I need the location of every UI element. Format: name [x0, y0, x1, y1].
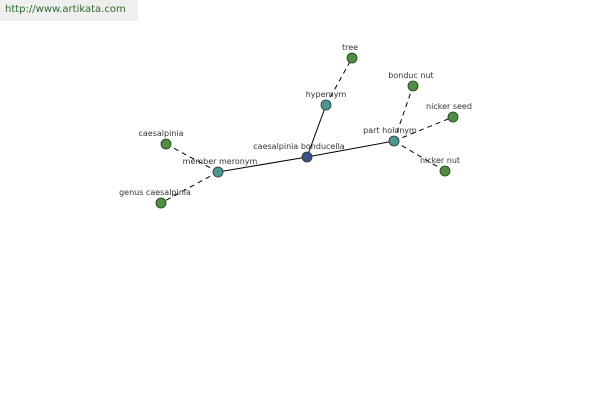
edge-center-to-part-holonym	[306, 140, 395, 158]
node-label-hypernym[interactable]: hypernym	[306, 90, 347, 99]
node-tree[interactable]: tree	[342, 43, 358, 64]
edge-part-holonym-to-nicker-nut	[393, 140, 446, 172]
node-bonduc-nut[interactable]: bonduc nut	[388, 71, 434, 92]
node-genus-caesalpinia[interactable]: genus caesalpinia	[119, 188, 191, 209]
edge-part-holonym-to-nicker-seed	[393, 116, 454, 142]
node-label-genus-caesalpinia[interactable]: genus caesalpinia	[119, 188, 191, 197]
node-nicker-nut[interactable]: nicker nut	[420, 156, 460, 177]
node-label-nicker-seed[interactable]: nicker seed	[426, 102, 472, 111]
node-nicker-seed[interactable]: nicker seed	[426, 102, 472, 123]
edge-member-meronym-to-caesalpinia	[165, 143, 219, 173]
node-member-meronym[interactable]: member meronym	[183, 157, 258, 178]
node-part-holonym[interactable]: part holonym	[363, 126, 417, 147]
node-dot-nicker-seed[interactable]	[447, 111, 459, 123]
node-label-center[interactable]: caesalpinia bonducella	[253, 142, 345, 151]
node-label-member-meronym[interactable]: member meronym	[183, 157, 258, 166]
node-caesalpinia[interactable]: caesalpinia	[138, 129, 184, 150]
edge-member-meronym-to-genus-caesalpinia	[160, 171, 219, 204]
node-label-tree[interactable]: tree	[342, 43, 358, 52]
node-dot-nicker-nut[interactable]	[439, 165, 451, 177]
node-dot-center[interactable]	[301, 151, 313, 163]
node-dot-tree[interactable]	[346, 52, 358, 64]
nodes-layer: caesalpinia bonducella hypernym part holon…	[119, 43, 472, 209]
node-label-caesalpinia[interactable]: caesalpinia	[138, 129, 183, 138]
node-dot-bonduc-nut[interactable]	[407, 80, 419, 92]
edge-center-to-hypernym	[306, 104, 327, 158]
node-dot-part-holonym[interactable]	[388, 135, 400, 147]
node-center[interactable]: caesalpinia bonducella	[253, 142, 345, 163]
node-label-bonduc-nut[interactable]: bonduc nut	[388, 71, 433, 80]
node-dot-caesalpinia[interactable]	[160, 138, 172, 150]
edges-layer	[160, 57, 454, 204]
site-url[interactable]: http://www.artikata.com	[0, 0, 138, 21]
node-label-nicker-nut[interactable]: nicker nut	[420, 156, 460, 165]
node-hypernym[interactable]: hypernym	[306, 90, 347, 111]
node-label-part-holonym[interactable]: part holonym	[363, 126, 417, 135]
edge-center-to-member-meronym	[217, 156, 308, 173]
node-dot-member-meronym[interactable]	[212, 166, 224, 178]
node-dot-genus-caesalpinia[interactable]	[155, 197, 167, 209]
edge-part-holonym-to-bonduc-nut	[393, 85, 414, 142]
node-dot-hypernym[interactable]	[320, 99, 332, 111]
